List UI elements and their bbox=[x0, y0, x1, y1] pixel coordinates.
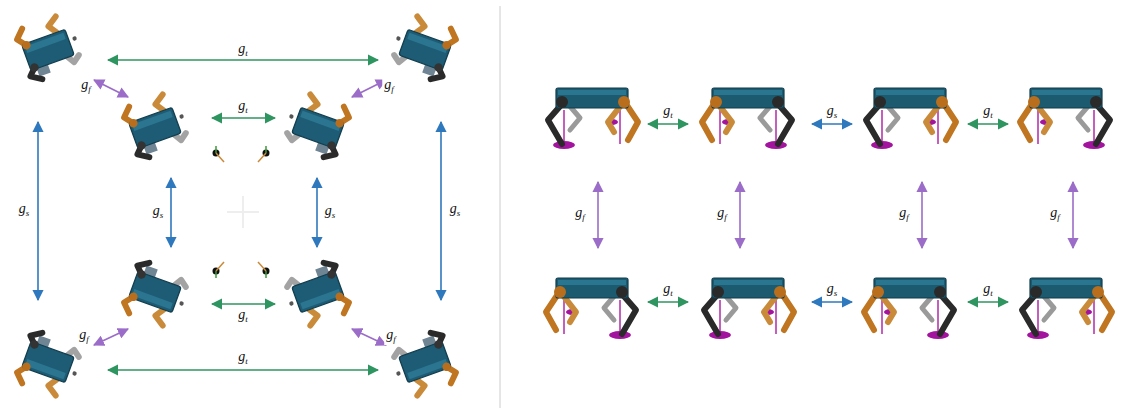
robot-side-view bbox=[702, 88, 792, 149]
symmetry-label: gf bbox=[573, 205, 587, 223]
symmetry-label: gf bbox=[382, 77, 396, 95]
divider bbox=[500, 6, 501, 408]
symmetry-label: gt bbox=[236, 41, 250, 59]
robot-top-view bbox=[387, 12, 459, 82]
robot-side-view bbox=[1022, 278, 1112, 339]
symmetry-label: gt bbox=[236, 98, 250, 116]
symmetry-label: gt bbox=[981, 103, 995, 121]
robot-side-view bbox=[866, 88, 956, 149]
symmetry-arrows bbox=[598, 124, 1073, 302]
symmetry-label: gf bbox=[79, 77, 93, 95]
robot-side-view bbox=[864, 278, 954, 339]
symmetry-label: gs bbox=[825, 281, 840, 299]
symmetry-label: gs bbox=[17, 201, 32, 219]
center-symbols bbox=[213, 146, 270, 278]
symmetry-label: gt bbox=[981, 281, 995, 299]
symmetry-label: gf bbox=[897, 205, 911, 223]
symmetry-label: gs bbox=[151, 203, 166, 221]
robot-top-view bbox=[121, 259, 193, 329]
symmetry-label: gf bbox=[384, 327, 398, 345]
symmetry-label: gt bbox=[661, 103, 675, 121]
symmetry-label: gs bbox=[825, 103, 840, 121]
symmetry-label: gs bbox=[323, 203, 338, 221]
symmetry-label: gt bbox=[236, 307, 250, 325]
robot-side-view bbox=[1020, 88, 1110, 149]
robot-top-view bbox=[14, 12, 86, 82]
symmetry-label: gt bbox=[236, 349, 250, 367]
robot-side-view bbox=[704, 278, 794, 339]
symmetry-label: gf bbox=[1048, 205, 1062, 223]
symmetry-arrows bbox=[38, 60, 441, 370]
symmetry-label: gt bbox=[661, 281, 675, 299]
symmetry-label: gs bbox=[448, 201, 463, 219]
robot-top-view bbox=[280, 90, 352, 160]
robot-side-view bbox=[546, 278, 636, 339]
robot-top-view bbox=[280, 259, 352, 329]
symmetry-label: gf bbox=[715, 205, 729, 223]
symmetry-label: gf bbox=[77, 327, 91, 345]
robot-top-view bbox=[121, 90, 193, 160]
robot-top-view bbox=[14, 329, 86, 399]
robot-top-view bbox=[387, 329, 459, 399]
robot-side-view bbox=[548, 88, 638, 149]
